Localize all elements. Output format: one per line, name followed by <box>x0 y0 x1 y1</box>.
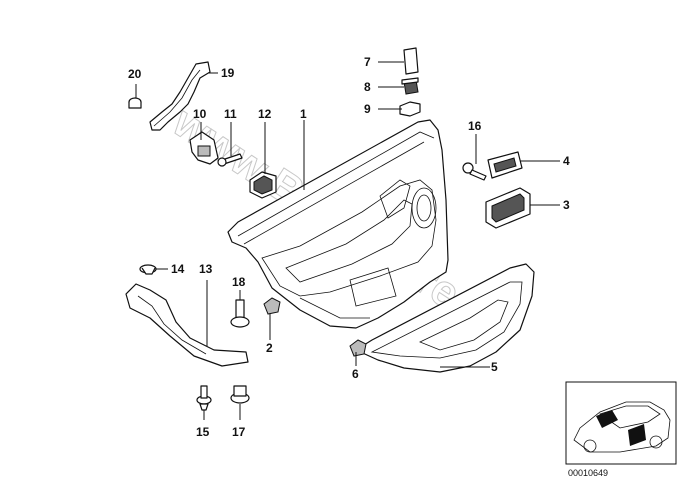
clip-14 <box>139 264 157 275</box>
callout-9: 9 <box>364 102 371 116</box>
callouts: 1 2 3 4 5 6 7 8 9 10 11 12 13 14 15 16 1… <box>128 55 570 439</box>
callout-4: 4 <box>563 154 570 168</box>
screw-16 <box>462 162 487 181</box>
callout-11: 11 <box>224 107 237 121</box>
switch-4 <box>487 151 523 179</box>
highlight-rear-door-right-icon <box>628 424 646 446</box>
vehicle-location-inset <box>565 381 677 465</box>
callout-12: 12 <box>258 107 272 121</box>
switch-panel-3 <box>485 187 531 229</box>
callout-20: 20 <box>128 67 142 81</box>
callout-2: 2 <box>266 341 273 355</box>
cap-7 <box>403 47 419 75</box>
callout-6: 6 <box>352 367 359 381</box>
callout-10: 10 <box>193 107 207 121</box>
callout-3: 3 <box>563 198 570 212</box>
callout-17: 17 <box>232 425 246 439</box>
switch-housing-12 <box>249 171 277 199</box>
plug-2 <box>263 297 281 315</box>
highlight-rear-door-left-icon <box>596 410 618 428</box>
leader-lines <box>135 61 560 420</box>
trim-clip-18 <box>230 299 250 328</box>
callout-7: 7 <box>364 55 371 69</box>
cap-8 <box>401 77 419 95</box>
callout-1: 1 <box>300 107 307 121</box>
callout-19: 19 <box>221 66 235 80</box>
map-pocket-trim <box>355 263 535 373</box>
hinge-bracket-10 <box>189 131 219 165</box>
callout-18: 18 <box>232 275 246 289</box>
callout-8: 8 <box>364 80 371 94</box>
nut-20 <box>128 97 142 109</box>
document-number: 00010649 <box>568 468 608 478</box>
lower-seal-strip <box>125 283 249 367</box>
clip-15 <box>196 385 212 411</box>
plug-6 <box>349 339 367 357</box>
callout-14: 14 <box>171 262 185 276</box>
cap-9 <box>399 101 421 117</box>
door-trim-panel <box>227 119 449 329</box>
screw-11 <box>217 153 243 167</box>
clip-17 <box>230 385 250 404</box>
callout-13: 13 <box>199 262 213 276</box>
callout-16: 16 <box>468 119 482 133</box>
callout-15: 15 <box>196 425 210 439</box>
callout-5: 5 <box>491 360 498 374</box>
bracket-19 <box>149 61 211 131</box>
